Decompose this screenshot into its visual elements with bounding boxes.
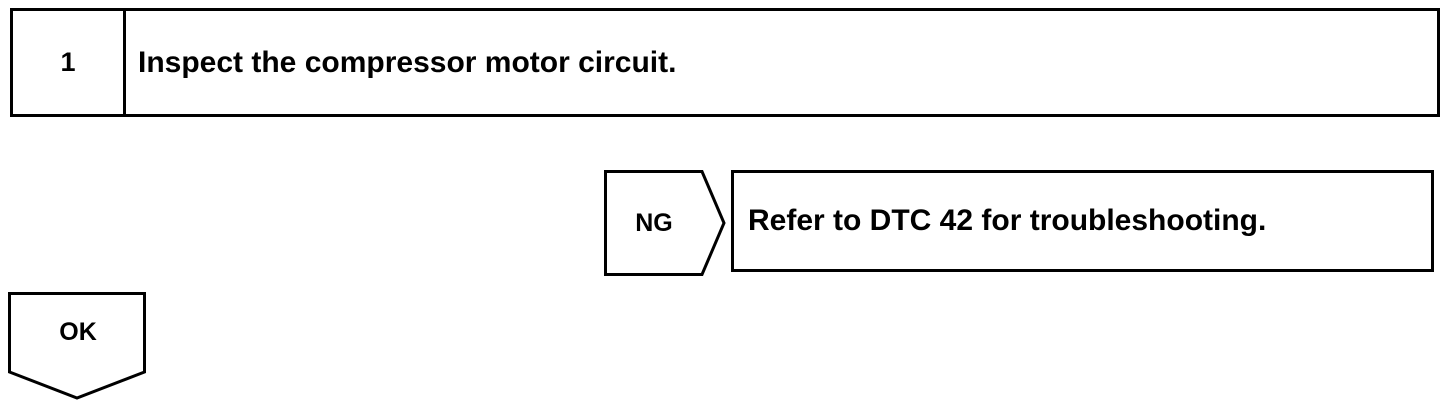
ok-label: OK [59,317,97,346]
ng-arrow: NG [604,170,726,276]
ok-arrow: OK [8,292,148,402]
step-number: 1 [13,11,126,114]
ng-arrow-shape [604,170,726,276]
ng-label: NG [635,208,673,237]
ng-result-box: Refer to DTC 42 for troubleshooting. [731,170,1434,272]
step-title: Inspect the compressor motor circuit. [138,45,677,79]
ok-arrow-shape [8,292,146,400]
step-row: 1 Inspect the compressor motor circuit. [10,8,1440,117]
